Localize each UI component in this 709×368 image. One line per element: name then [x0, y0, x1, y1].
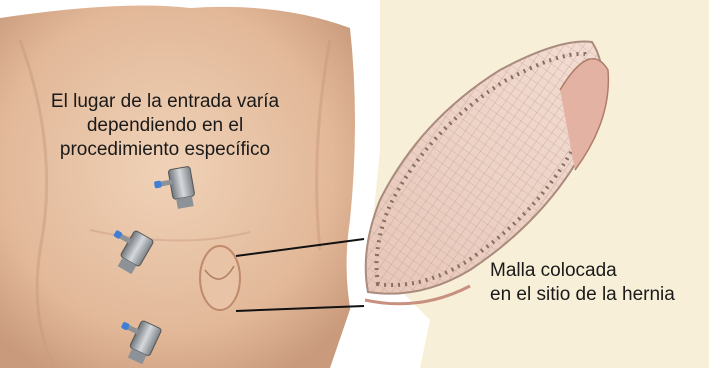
entry-site-label: El lugar de la entrada varía dependiendo… [30, 90, 300, 162]
mesh-label-line: Malla colocada [490, 260, 617, 281]
trocar-port-icon [113, 230, 154, 275]
divider-band [330, 295, 430, 368]
trocar-port-icon [154, 166, 195, 209]
entry-site-label-line: El lugar de la entrada varía [50, 91, 280, 112]
entry-site-label-line: procedimiento específico [59, 139, 271, 160]
leader-line [235, 238, 365, 257]
trocar-port-icon [121, 320, 162, 365]
leader-line [235, 305, 365, 312]
hernia-bulge [199, 245, 241, 311]
mesh-patch [364, 40, 610, 306]
entry-site-label-line: dependiendo en el [86, 115, 244, 136]
mesh-label: Malla colocada en el sitio de la hernia [490, 259, 705, 307]
mesh-label-line: en el sitio de la hernia [490, 284, 675, 305]
